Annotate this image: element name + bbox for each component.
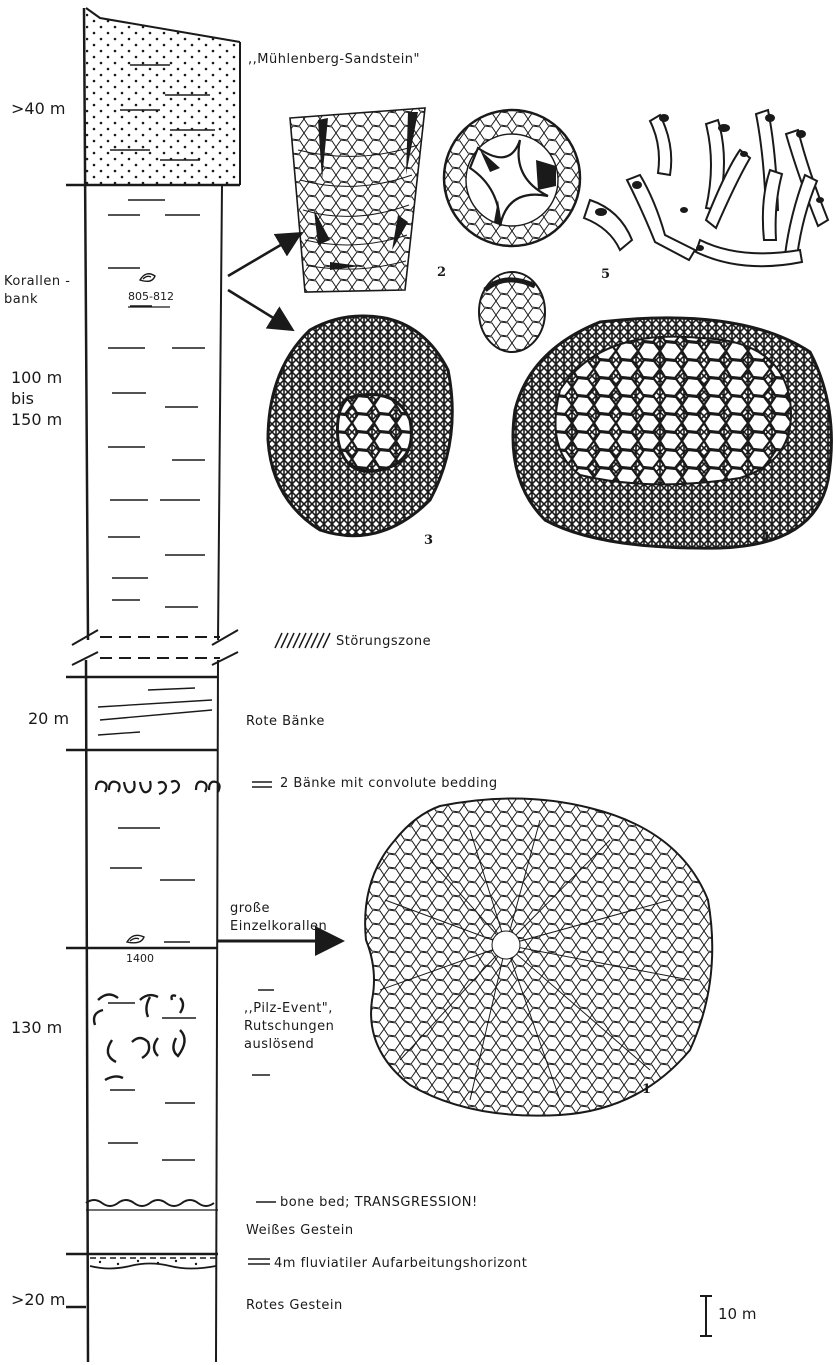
slump-structures bbox=[94, 994, 185, 1080]
scale-bar-label: 10 m bbox=[718, 1305, 756, 1323]
sandstein-label: ,,Mühlenberg-Sandstein" bbox=[248, 52, 420, 67]
transgression-surface bbox=[86, 1200, 218, 1210]
specimen-2-cross-section bbox=[444, 110, 580, 246]
sample-number-lower: 1400 bbox=[126, 952, 154, 965]
sample-number-upper: 805-812 bbox=[128, 290, 174, 303]
rote-baenke-label: Rote Bänke bbox=[246, 714, 325, 729]
pilz-event-label: ,,Pilz-Event", Rutschungen auslösend bbox=[244, 1000, 334, 1054]
rote-baenke-lines bbox=[98, 688, 212, 735]
thickness-label-top: >40 m bbox=[11, 99, 65, 118]
bone-bed-label: bone bed; TRANSGRESSION! bbox=[280, 1195, 478, 1210]
convolute-bedding-label: 2 Bänke mit convolute bedding bbox=[280, 776, 498, 791]
sandstone-unit bbox=[86, 10, 240, 185]
thickness-label-korallen: 100 m bis 150 m bbox=[11, 367, 62, 430]
grosse-einzelkorallen-label: große Einzelkorallen bbox=[230, 900, 327, 936]
thickness-label-lower: 130 m bbox=[11, 1018, 62, 1037]
thickness-label-rote: 20 m bbox=[28, 709, 69, 728]
fluviatil-label: 4m fluviatiler Aufarbeitungshorizont bbox=[274, 1256, 527, 1271]
fault-zone bbox=[72, 630, 238, 665]
thickness-label-bottom: >20 m bbox=[11, 1290, 65, 1309]
figure-number-1: 1 bbox=[642, 1082, 651, 1097]
figure-number-4: 4 bbox=[761, 530, 770, 545]
specimen-3-section bbox=[268, 316, 452, 536]
figure-number-5: 5 bbox=[601, 267, 610, 282]
unit-boundaries bbox=[66, 185, 240, 1307]
specimen-small-section bbox=[479, 272, 545, 352]
scale-bar bbox=[700, 1296, 712, 1336]
weisses-gestein-label: Weißes Gestein bbox=[246, 1223, 354, 1238]
figure-number-2: 2 bbox=[437, 265, 446, 280]
stoerungszone-label: Störungszone bbox=[336, 634, 431, 649]
rotes-gestein-label: Rotes Gestein bbox=[246, 1298, 343, 1313]
convolute-bedding-symbols bbox=[96, 781, 220, 794]
figure-number-3: 3 bbox=[424, 533, 433, 548]
korallenbank-label: Korallen - bank bbox=[4, 273, 70, 309]
specimen-2-drawing bbox=[290, 108, 425, 292]
specimen-5-branching bbox=[584, 110, 828, 266]
specimen-4-section bbox=[513, 318, 831, 548]
shale-dashes bbox=[108, 200, 205, 1160]
stratigraphic-column bbox=[84, 8, 240, 1362]
coral-symbols bbox=[127, 274, 155, 943]
specimen-1-section bbox=[365, 798, 712, 1115]
